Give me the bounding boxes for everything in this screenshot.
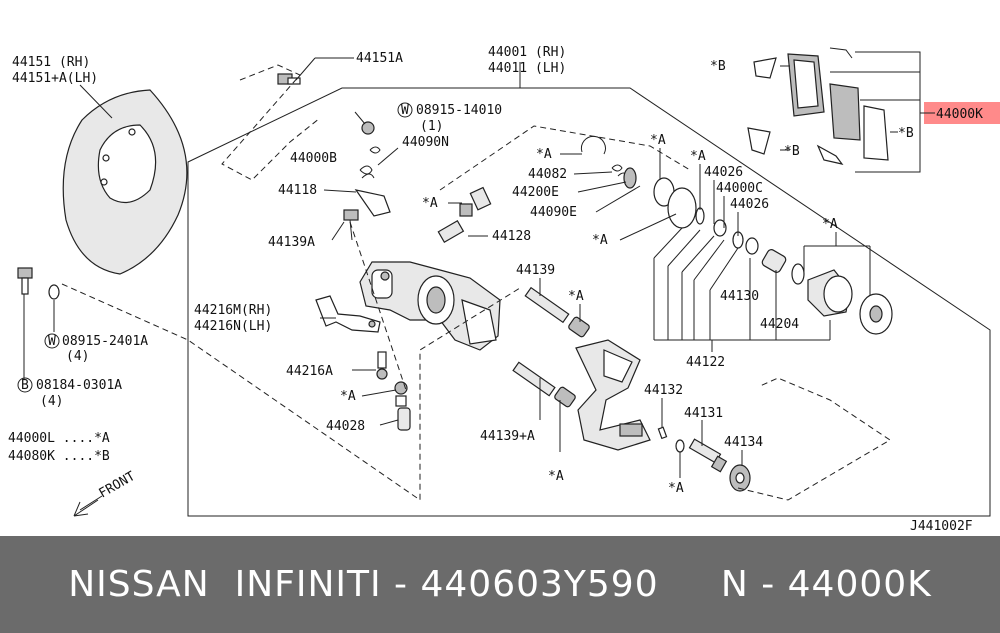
a-bottom: *A xyxy=(668,481,684,496)
b-mid: *B xyxy=(784,144,800,159)
label-44011-lh: 44011 (LH) xyxy=(488,61,566,76)
brake-backing-plate xyxy=(62,84,188,275)
pad-kit-bracket xyxy=(855,51,921,173)
label-44216m: 44216M(RH) xyxy=(194,303,272,318)
label-44001-rh: 44001 (RH) xyxy=(488,45,566,60)
diagram-code: J441002F xyxy=(910,519,973,534)
label-44139: 44139 xyxy=(516,263,555,278)
label-44026-b: 44026 xyxy=(730,197,769,212)
label-44132: 44132 xyxy=(644,383,683,398)
bleeder-screw xyxy=(437,186,492,244)
label-08915-14010: 08915-14010 xyxy=(416,103,502,118)
label-44090e: 44090E xyxy=(530,205,577,220)
label-44118: 44118 xyxy=(278,183,317,198)
label-44000b: 44000B xyxy=(290,151,337,166)
bolt-44216a xyxy=(376,351,388,380)
label-44026-a: 44026 xyxy=(704,165,743,180)
b-right: *B xyxy=(898,126,914,141)
footer-bar: NISSAN INFINITI - 440603Y590 N - 44000K xyxy=(0,536,1000,633)
highlight-44000k xyxy=(924,102,1000,124)
label-44151-rh: 44151 (RH) xyxy=(12,55,90,70)
parts-diagram: 44151 (RH) 44151+A(LH) 44151A 44001 (RH)… xyxy=(8,45,1000,534)
caliper-assembly-outline xyxy=(187,87,991,517)
label-44082: 44082 xyxy=(528,167,567,182)
label-44134: 44134 xyxy=(724,435,763,450)
label-44200e: 44200E xyxy=(512,185,559,200)
label-44131: 44131 xyxy=(684,406,723,421)
caliper-hardware-top xyxy=(343,121,391,241)
a-44028: *A xyxy=(340,389,356,404)
caliper-support xyxy=(575,339,651,451)
a-44139: *A xyxy=(568,289,584,304)
label-44216n: 44216N(LH) xyxy=(194,319,272,334)
key-44080k: 44080K ....*B xyxy=(8,449,110,464)
footer-part-number: NISSAN INFINITI - 440603Y590 N - 44000K xyxy=(68,564,932,605)
pin-44132 xyxy=(657,426,685,453)
bolt-08184 xyxy=(17,267,33,295)
a-44082: *A xyxy=(536,147,552,162)
a-top-2: *A xyxy=(690,149,706,164)
caliper-body xyxy=(359,261,501,351)
label-44139a-plus: 44139+A xyxy=(480,429,535,444)
label-08915-2401a: 08915-2401A xyxy=(62,334,148,349)
washer-44134 xyxy=(729,464,751,492)
front-arrow-icon xyxy=(73,495,103,517)
w-symbol-2: W xyxy=(48,334,56,349)
b-left: *B xyxy=(710,59,726,74)
caliper-bracket-clip xyxy=(315,295,381,333)
label-44090n: 44090N xyxy=(402,135,449,150)
label-44216a: 44216A xyxy=(286,364,333,379)
label-44000c: 44000C xyxy=(716,181,763,196)
washer-08915 xyxy=(48,284,60,300)
label-08915-2401a-qty: (4) xyxy=(66,349,89,364)
a-44139a-plus: *A xyxy=(548,469,564,484)
bolt-44151a xyxy=(277,57,354,85)
leader-lines xyxy=(23,62,898,478)
label-44139a: 44139A xyxy=(268,235,315,250)
brake-pads xyxy=(747,47,889,165)
guide-pin-upper xyxy=(524,286,590,338)
label-44128: 44128 xyxy=(492,229,531,244)
label-44151a: 44151A xyxy=(356,51,403,66)
label-44151a-lh: 44151+A(LH) xyxy=(12,71,98,86)
w-symbol-1: W xyxy=(401,103,409,118)
seal-kit-bracket xyxy=(653,227,871,352)
a-44128: *A xyxy=(422,196,438,211)
label-08915-14010-qty: (1) xyxy=(420,119,443,134)
a-44090e: *A xyxy=(592,233,608,248)
b-symbol: B xyxy=(21,378,29,393)
label-44122: 44122 xyxy=(686,355,725,370)
label-08184-0301a-qty: (4) xyxy=(40,394,63,409)
a-top-1: *A xyxy=(650,133,666,148)
bolt-44131 xyxy=(688,438,728,473)
bleeder-44028 xyxy=(394,381,411,431)
label-44130: 44130 xyxy=(720,289,759,304)
a-piston: *A xyxy=(822,217,838,232)
front-label: FRONT xyxy=(97,469,139,502)
guide-pin-lower xyxy=(512,361,576,408)
label-08184-0301a: 08184-0301A xyxy=(36,378,122,393)
key-44000l: 44000L ....*A xyxy=(8,431,110,446)
label-44000k: 44000K xyxy=(936,107,983,122)
label-44204: 44204 xyxy=(760,317,799,332)
label-44028: 44028 xyxy=(326,419,365,434)
